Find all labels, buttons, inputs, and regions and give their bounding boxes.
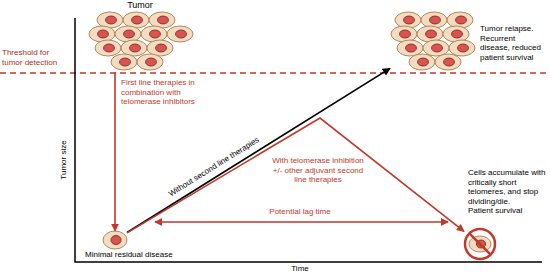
cell-nucleus [150, 30, 161, 38]
node-text: Cells accumulate with critically short t… [468, 168, 548, 206]
tumor-cell [423, 40, 449, 56]
prohibition-slash [469, 233, 490, 254]
cell-node: Tumor [88, 12, 192, 72]
tumor-cell [409, 54, 435, 70]
cell-drawings [89, 12, 495, 259]
edge-label: Without second line therapies [167, 136, 261, 200]
cell-body [421, 12, 447, 28]
cell-nucleus [124, 30, 135, 38]
threshold-line [0, 72, 550, 74]
cell-nucleus [456, 16, 467, 24]
edge-label: With telomerase inhibition +/- other adj… [270, 156, 366, 185]
tumor-cell [95, 40, 121, 56]
tumor-cell [395, 12, 421, 28]
cell-body [397, 40, 423, 56]
cell-body [111, 54, 137, 70]
axis-label: Time [291, 264, 308, 274]
axis-label: Tumor size [59, 140, 69, 179]
tumor-cell [447, 12, 473, 28]
node-text: Patient survival [468, 206, 522, 216]
cell-nucleus [406, 44, 417, 52]
prohibition-circle [465, 229, 495, 259]
axis-label: Potential lag time [269, 207, 330, 217]
cell-nucleus [146, 58, 157, 66]
cell-nucleus [458, 44, 469, 52]
cell-nucleus [400, 30, 411, 38]
tumor-cell [167, 26, 193, 42]
tumor-cell [115, 26, 141, 42]
tumor-cell [397, 40, 423, 56]
cell-nucleus [132, 16, 143, 24]
therapy-arrow [114, 72, 116, 231]
tumor-cell [421, 12, 447, 28]
lag-arrow [155, 221, 448, 222]
cell-nucleus [156, 44, 167, 52]
cell-body [447, 12, 473, 28]
cell-body [95, 40, 121, 56]
tumor-cell [89, 26, 115, 42]
therapy-arrow [127, 118, 464, 233]
cell-nucleus [98, 30, 109, 38]
node-text: Tumor relapse. Recurrent disease, reduce… [480, 24, 546, 62]
cell-nucleus [158, 16, 169, 24]
cell-nucleus [418, 58, 429, 66]
node-text: Tumor [88, 0, 192, 11]
cell-nucleus [106, 16, 117, 24]
cell-body [395, 12, 421, 28]
edge-label: First line therapies in combination with… [121, 78, 201, 107]
cell-body [137, 54, 163, 70]
tumor-cell [141, 26, 167, 42]
cell-body [89, 26, 115, 42]
cell-node: Minimal residual disease [103, 231, 127, 249]
cell-body [417, 26, 443, 42]
axes [75, 18, 542, 262]
cell-nucleus [444, 58, 455, 66]
cell-nucleus [176, 30, 187, 38]
note-label: Threshold for tumor detection [2, 48, 70, 67]
tumor-cell [391, 26, 417, 42]
cell-body [409, 54, 435, 70]
tumor-cell [443, 26, 469, 42]
cell-nucleus [426, 30, 437, 38]
cell-body [423, 40, 449, 56]
tumor-cell [417, 26, 443, 42]
cell-node: Tumor relapse. Recurrent disease, reduce… [390, 10, 478, 72]
cell-body [141, 26, 167, 42]
tumor-cell [435, 54, 461, 70]
cell-body [391, 26, 417, 42]
node-text: Minimal residual disease [85, 250, 173, 260]
cell-nucleus [130, 44, 141, 52]
cell-body [167, 26, 193, 42]
cell-nucleus [104, 44, 115, 52]
cell-nucleus [111, 236, 121, 245]
cell-nucleus [430, 16, 441, 24]
cell-body [103, 231, 127, 249]
tumor-cell [103, 231, 127, 249]
cell-nucleus [120, 58, 131, 66]
cell-nucleus [404, 16, 415, 24]
cell-body [443, 26, 469, 42]
cell-node: Cells accumulate with critically short t… [464, 228, 496, 260]
cell-nucleus [452, 30, 463, 38]
cell-body [115, 26, 141, 42]
tumor-cell [449, 40, 475, 56]
tumor-cell [137, 54, 163, 70]
tumor-cell [111, 54, 137, 70]
cell-body [435, 54, 461, 70]
cell-body [449, 40, 475, 56]
cell-nucleus [432, 44, 443, 52]
